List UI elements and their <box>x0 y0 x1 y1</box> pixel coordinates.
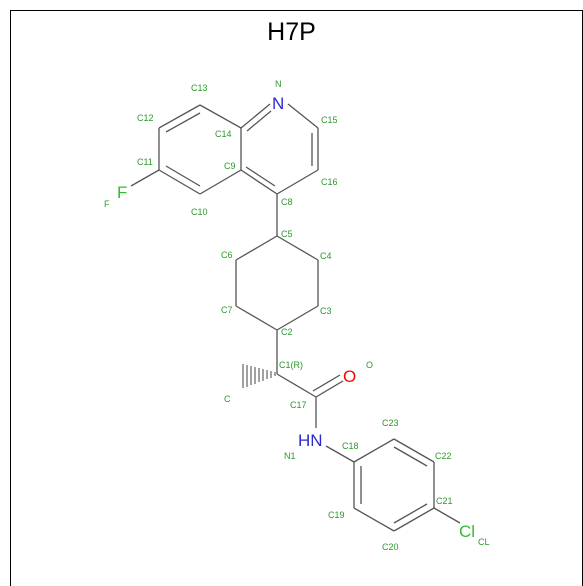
bond-c8-c9 <box>240 169 278 195</box>
bond-c10-c9 <box>199 169 242 195</box>
label-n1: N1 <box>284 451 296 461</box>
bond-c17-o-double <box>312 374 341 392</box>
bond-c13-c12-inner <box>165 112 201 133</box>
bond-c11-c10 <box>158 169 201 195</box>
label-o: O <box>366 360 373 370</box>
label-c1: C1(R) <box>279 360 303 370</box>
label-c15: C15 <box>321 115 338 125</box>
label-c18: C18 <box>342 441 359 451</box>
bond-c17-o <box>315 380 344 398</box>
bond-c23-c22-inner <box>393 446 428 467</box>
bond-c21-c20-inner <box>393 503 428 524</box>
label-c3: C3 <box>320 306 332 316</box>
label-c12: C12 <box>137 113 154 123</box>
bond-c16-c8 <box>276 169 319 195</box>
label-cl: CL <box>478 537 490 547</box>
label-c6: C6 <box>221 250 233 260</box>
label-n: N <box>275 79 282 89</box>
label-f: F <box>104 199 110 209</box>
bond-c11-c10-inner <box>165 165 201 187</box>
label-c17: C17 <box>290 400 307 410</box>
bond-c18-c23 <box>353 438 395 463</box>
bond-n-c15 <box>287 103 319 129</box>
bond-c5-c4 <box>276 235 319 261</box>
label-c8: C8 <box>281 197 293 207</box>
label-c2: C2 <box>281 327 293 337</box>
molecule-title: H7P <box>267 18 316 46</box>
label-c19: C19 <box>328 510 345 520</box>
bond-n1-c18 <box>325 445 355 463</box>
label-c22: C22 <box>435 451 452 461</box>
bond-c8-c9-inner <box>245 166 276 187</box>
label-c11: C11 <box>137 157 153 167</box>
bond-c21-cl <box>433 507 461 524</box>
label-c23: C23 <box>382 418 399 428</box>
label-c10: C10 <box>191 207 208 217</box>
label-c9: C9 <box>224 161 236 171</box>
bond-c6-c5 <box>235 235 278 261</box>
bond-c2-c7 <box>235 305 278 331</box>
hashed-wedge-bond <box>242 364 276 388</box>
bond-c14-n-inner <box>246 110 272 132</box>
atom-f-symbol: F <box>117 183 127 202</box>
bond-c1-c17 <box>276 373 317 398</box>
label-c4: C4 <box>320 251 332 261</box>
bond-c23-c22 <box>393 438 435 463</box>
atom-n-symbol: N <box>272 94 284 113</box>
label-c13: C13 <box>191 83 208 93</box>
bond-c11-f <box>130 169 160 187</box>
bonds <box>130 103 461 532</box>
label-c7: C7 <box>221 305 233 315</box>
atom-n1-symbol: HN <box>298 431 323 450</box>
bond-c14-n <box>240 103 271 129</box>
bond-c13-c12 <box>158 104 201 129</box>
label-c5: C5 <box>281 229 293 239</box>
diagram-frame <box>10 10 583 586</box>
atom-o-symbol: O <box>343 367 356 386</box>
label-c14: C14 <box>215 129 232 139</box>
label-c16: C16 <box>321 177 338 187</box>
atom-cl-symbol: Cl <box>459 522 475 541</box>
label-c-methyl: C <box>224 394 231 404</box>
label-c21: C21 <box>436 496 453 506</box>
bond-c3-c2 <box>276 305 319 331</box>
bond-c21-c20 <box>393 507 435 532</box>
bond-c14-c13 <box>199 104 242 129</box>
label-c20: C20 <box>382 542 399 552</box>
bond-c20-c19 <box>353 507 395 532</box>
